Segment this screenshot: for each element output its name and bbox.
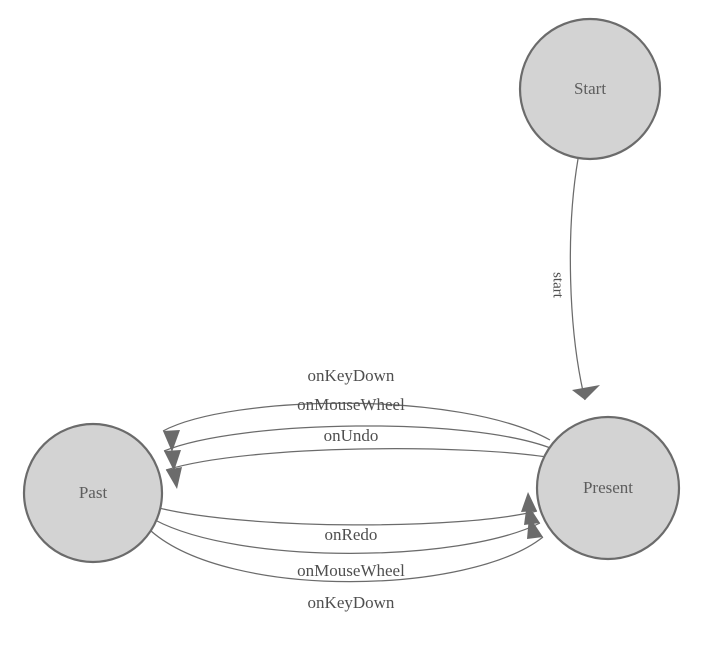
node-label-past: Past xyxy=(79,483,108,502)
edge-e-past-present-keydown[interactable] xyxy=(150,516,544,583)
edge-line xyxy=(163,425,554,452)
arrowhead-icon xyxy=(572,385,600,400)
node-past[interactable]: Past xyxy=(22,422,164,564)
edge-e-past-present-redo[interactable] xyxy=(158,492,538,526)
edge-label-e-start-present: start xyxy=(550,272,566,299)
arrowhead-icon xyxy=(164,450,181,471)
edge-e-present-past-undo[interactable] xyxy=(165,448,554,489)
node-circle[interactable] xyxy=(518,17,662,161)
node-circle[interactable] xyxy=(22,422,164,564)
edge-label-e-present-past-keydown: onKeyDown xyxy=(308,366,395,385)
node-present[interactable]: Present xyxy=(535,415,681,561)
edge-label-e-past-present-mousewheel: onMouseWheel xyxy=(297,561,405,580)
node-label-present: Present xyxy=(583,478,633,497)
node-label-start: Start xyxy=(574,79,606,98)
node-start[interactable]: Start xyxy=(518,17,662,161)
arrowhead-icon xyxy=(521,492,537,512)
arrowhead-icon xyxy=(166,467,182,489)
edge-line xyxy=(150,530,544,583)
edge-label-e-past-present-redo: onRedo xyxy=(325,525,378,544)
edge-line xyxy=(162,402,551,441)
edge-label-e-present-past-undo: onUndo xyxy=(324,426,379,445)
edges-layer xyxy=(150,158,600,583)
edge-labels-layer: start onKeyDown onMouseWheel onUndo onRedo on… xyxy=(297,272,565,612)
node-circle[interactable] xyxy=(535,415,681,561)
arrowhead-icon xyxy=(524,503,540,525)
edge-e-past-present-mousewheel[interactable] xyxy=(154,503,541,554)
edge-line xyxy=(154,519,541,554)
edge-line xyxy=(165,448,554,471)
edge-e-present-past-keydown[interactable] xyxy=(162,402,551,452)
edge-e-present-past-mousewheel[interactable] xyxy=(163,425,554,471)
arrowhead-icon xyxy=(527,516,543,539)
edge-line xyxy=(158,507,538,526)
edge-e-start-present[interactable] xyxy=(569,158,600,401)
edge-line xyxy=(569,158,586,401)
edge-label-e-present-past-mousewheel: onMouseWheel xyxy=(297,395,405,414)
edge-label-e-past-present-keydown: onKeyDown xyxy=(308,593,395,612)
arrowhead-icon xyxy=(163,430,180,452)
